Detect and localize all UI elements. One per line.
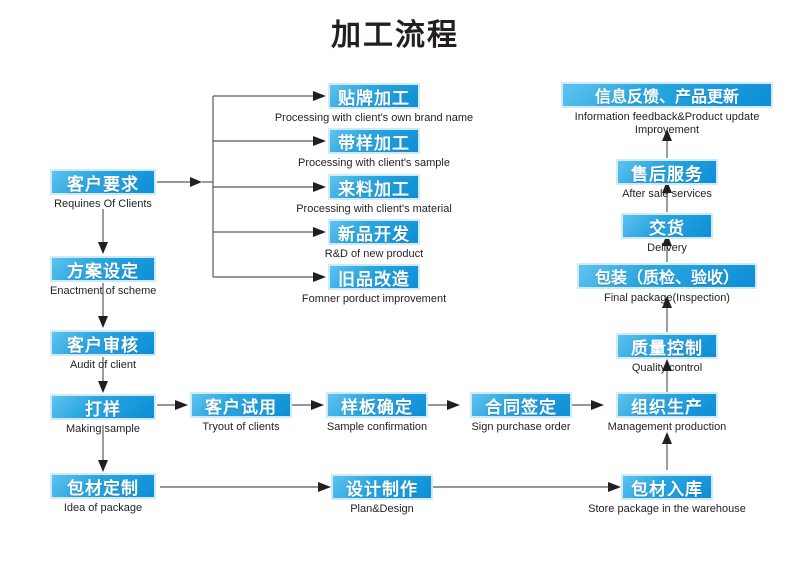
node-final-package[interactable]: 包装（质检、验收） Final package(Inspection) xyxy=(577,263,757,305)
node-sample-confirm-caption: Sample confirmation xyxy=(326,421,428,433)
node-client-requirements-label: 客户要求 xyxy=(50,169,156,195)
node-management-production-label: 组织生产 xyxy=(616,392,718,418)
node-idea-package[interactable]: 包材定制 Idea of package xyxy=(50,473,156,515)
node-audit-client[interactable]: 客户审核 Audit of client xyxy=(50,330,156,372)
node-final-package-caption: Final package(Inspection) xyxy=(604,292,730,304)
node-oem-sample-label: 带样加工 xyxy=(328,128,420,154)
node-oem-brand-caption: Processing with client's own brand name xyxy=(274,112,474,124)
node-oem-material-caption: Processing with client's material xyxy=(296,203,452,215)
node-rd-new-product-caption: R&D of new product xyxy=(324,248,424,260)
node-info-feedback-label: 信息反馈、产品更新 xyxy=(561,82,773,108)
node-oem-sample[interactable]: 带样加工 Processing with client's sample xyxy=(298,128,450,170)
node-after-sale[interactable]: 售后服务 After sale services xyxy=(616,159,718,201)
node-plan-design-caption: Plan&Design xyxy=(350,503,414,515)
node-quality-control-label: 质量控制 xyxy=(616,333,718,359)
node-audit-client-label: 客户审核 xyxy=(50,330,156,356)
node-idea-package-caption: Idea of package xyxy=(63,502,143,514)
node-idea-package-label: 包材定制 xyxy=(50,473,156,499)
node-sign-order-label: 合同签定 xyxy=(470,392,572,418)
node-final-package-label: 包装（质检、验收） xyxy=(577,263,757,289)
node-store-package-caption: Store package in the warehouse xyxy=(588,503,746,515)
node-plan-design[interactable]: 设计制作 Plan&Design xyxy=(331,474,433,516)
node-plan-design-label: 设计制作 xyxy=(331,474,433,500)
node-store-package[interactable]: 包材入库 Store package in the warehouse xyxy=(588,474,746,516)
node-oem-material-label: 来料加工 xyxy=(328,174,420,200)
node-management-production-caption: Management production xyxy=(607,421,727,433)
node-enactment-scheme-caption: Enactment of scheme xyxy=(50,285,157,297)
page-title: 加工流程 xyxy=(331,18,459,53)
node-client-requirements[interactable]: 客户要求 Requines Of Clients xyxy=(50,169,156,211)
node-management-production[interactable]: 组织生产 Management production xyxy=(608,392,726,434)
node-sign-order[interactable]: 合同签定 Sign purchase order xyxy=(470,392,572,434)
node-enactment-scheme[interactable]: 方案设定 Enactment of scheme xyxy=(50,256,156,298)
node-making-sample-caption: Making sample xyxy=(66,423,140,435)
node-quality-control-caption: Quality control xyxy=(631,362,703,374)
node-rd-new-product[interactable]: 新品开发 R&D of new product xyxy=(325,219,423,261)
node-sample-confirm[interactable]: 样板确定 Sample confirmation xyxy=(326,392,428,434)
node-product-improve-label: 旧品改造 xyxy=(328,264,420,290)
node-delivery-label: 交货 xyxy=(621,213,713,239)
node-oem-brand[interactable]: 贴牌加工 Processing with client's own brand … xyxy=(275,83,473,125)
node-tryout-clients-label: 客户试用 xyxy=(190,392,292,418)
node-product-improve-caption: Fomner porduct improvement xyxy=(301,293,447,305)
node-info-feedback[interactable]: 信息反馈、产品更新 Information feedback&Product u… xyxy=(561,82,773,137)
node-after-sale-caption: After sale services xyxy=(622,188,712,200)
node-after-sale-label: 售后服务 xyxy=(616,159,718,185)
node-info-feedback-caption: Information feedback&Product update Impr… xyxy=(574,111,760,136)
node-rd-new-product-label: 新品开发 xyxy=(328,219,420,245)
node-product-improve[interactable]: 旧品改造 Fomner porduct improvement xyxy=(302,264,446,306)
node-oem-sample-caption: Processing with client's sample xyxy=(298,157,450,169)
node-audit-client-caption: Audit of client xyxy=(69,359,137,371)
node-quality-control[interactable]: 质量控制 Quality control xyxy=(616,333,718,375)
node-sign-order-caption: Sign purchase order xyxy=(471,421,571,433)
node-delivery-caption: Delivery xyxy=(647,242,687,254)
node-enactment-scheme-label: 方案设定 xyxy=(50,256,156,282)
node-delivery[interactable]: 交货 Delivery xyxy=(621,213,713,255)
node-making-sample-label: 打样 xyxy=(50,394,156,420)
node-sample-confirm-label: 样板确定 xyxy=(326,392,428,418)
node-oem-material[interactable]: 来料加工 Processing with client's material xyxy=(296,174,452,216)
node-making-sample[interactable]: 打样 Making sample xyxy=(50,394,156,436)
node-tryout-clients[interactable]: 客户试用 Tryout of clients xyxy=(190,392,292,434)
node-tryout-clients-caption: Tryout of clients xyxy=(202,421,280,433)
node-client-requirements-caption: Requines Of Clients xyxy=(54,198,152,210)
node-oem-brand-label: 贴牌加工 xyxy=(328,83,420,109)
node-store-package-label: 包材入库 xyxy=(621,474,713,500)
